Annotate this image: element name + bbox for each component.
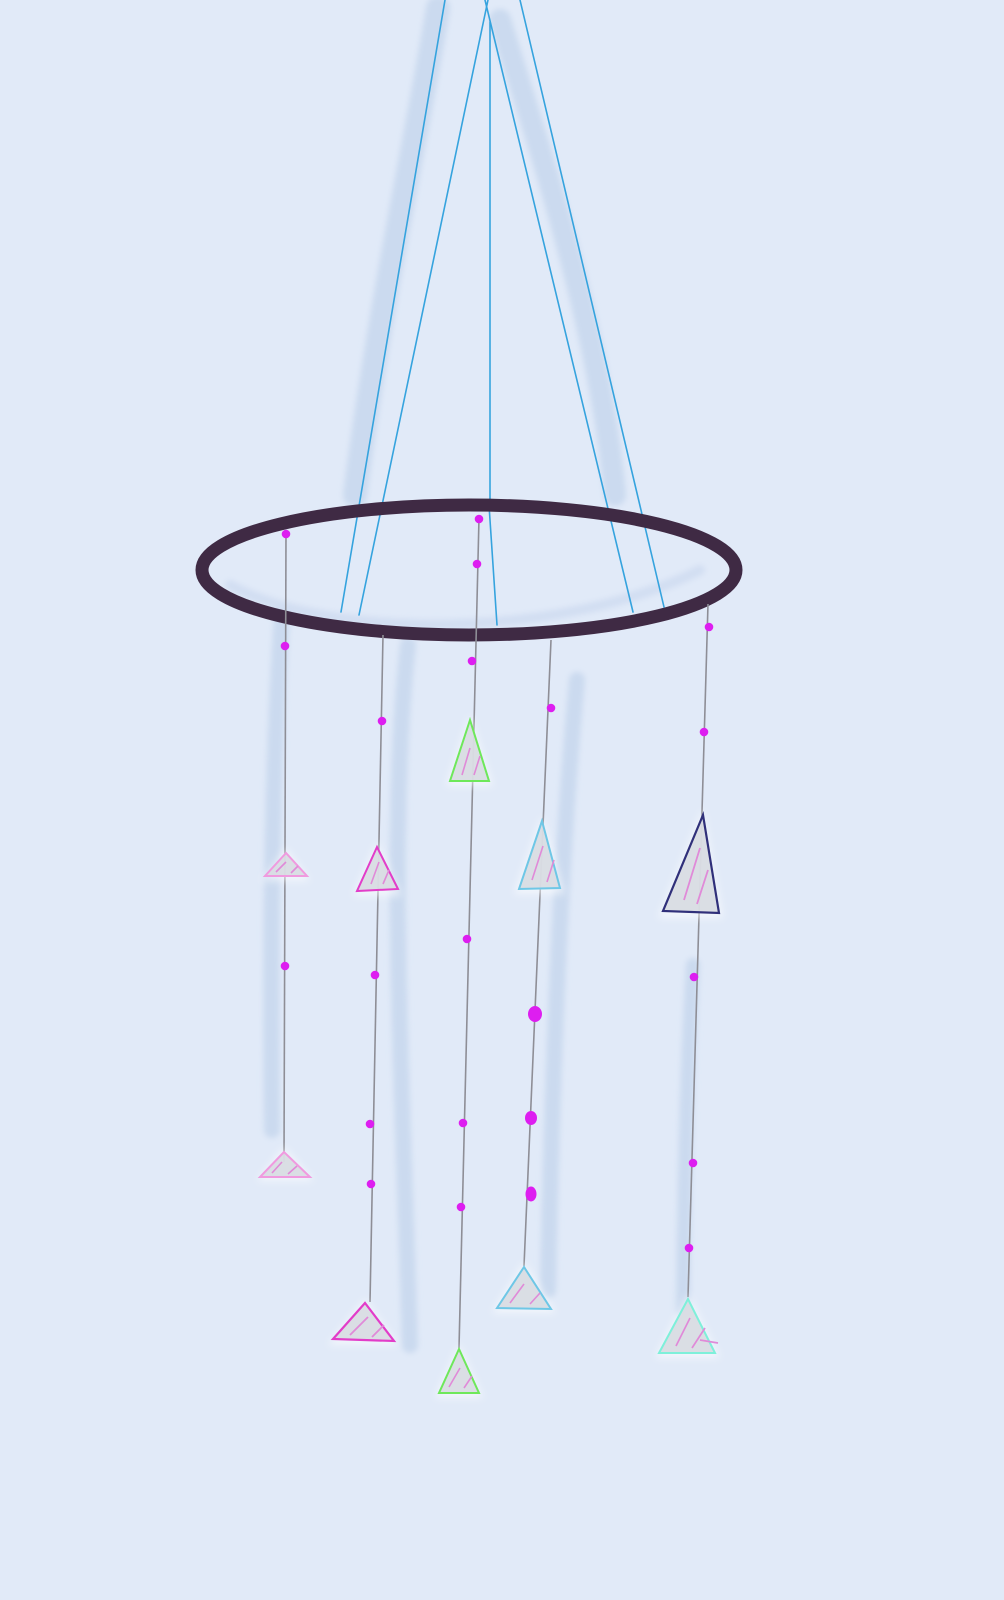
triangle-ornament [655,1294,720,1358]
drop-string-2 [369,634,384,1303]
shadow-stroke-left-string [263,607,290,1138]
shadow-stroke-hoop-rim [225,565,705,630]
triangle-ornament [328,1299,398,1345]
shadow-stroke-mid-string [389,637,418,1353]
beads [280,514,714,1253]
bead [546,703,556,713]
shadow-stroke-hanger-right [489,9,626,506]
triangle-ornament [261,848,310,881]
bead [474,514,484,524]
triangle-ornament [257,1147,314,1181]
bead [370,970,380,980]
shadow-stroke-right-string [540,672,585,1298]
triangle-ornament [446,715,493,786]
bead [462,934,472,944]
bead [365,1119,375,1129]
bead [528,1006,542,1022]
bead [689,972,699,982]
bead [458,1118,468,1128]
bead [280,961,290,971]
hanging-string-6 [519,0,665,608]
drop-string-1 [283,531,287,1163]
bead [467,656,477,666]
bead [525,1111,537,1125]
hanging-string-4 [488,504,498,626]
bead [280,641,290,651]
hoop [195,498,743,642]
bead [472,559,482,569]
bead [525,1186,537,1202]
drop-string-4 [523,639,552,1267]
triangle-ornaments [257,715,723,1398]
shadow-stroke-far-right-string [676,958,700,1317]
drop-string-5 [687,603,709,1298]
shadow-strokes [225,0,705,1353]
triangle-ornament [492,1262,556,1313]
bead [684,1243,694,1253]
triangle-ornament [658,809,723,918]
bead [704,622,714,632]
shadow-stroke-hanger-left [343,0,450,507]
bead [366,1179,376,1189]
triangle-ornament [514,816,565,894]
bead [377,716,387,726]
bead [456,1202,466,1212]
drop-strings [283,517,709,1349]
bead [688,1158,698,1168]
bead [699,727,709,737]
triangle-ornament [435,1344,483,1398]
bead [281,529,291,539]
triangle-ornament [353,842,402,896]
